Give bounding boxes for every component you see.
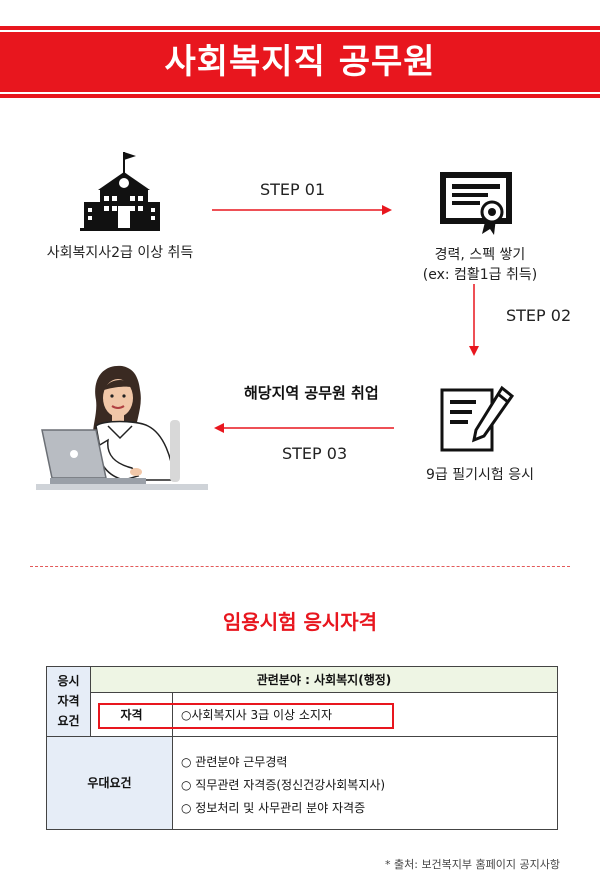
exam-document-icon [440, 385, 515, 452]
woman-laptop-illustration [36, 365, 208, 490]
arrow-down-icon [469, 284, 479, 356]
page-title: 사회복지직 공무원 [164, 42, 436, 82]
node-certificate-line2: (ex: 컴활1급 취득) [422, 267, 538, 283]
qualification-highlight-box [98, 703, 394, 729]
section-title: 임용시험 응시자격 [222, 610, 378, 634]
qualification-label-cell: 자격 [91, 693, 173, 737]
qualification-table: 응시 자격 요건 관련분야 : 사회복지(행정) 자격 ○사회복지사 3급 이상… [46, 666, 558, 830]
node-certificate-line1: 경력, 스펙 쌓기 [434, 247, 526, 263]
section-divider [30, 566, 570, 567]
school-building-icon [80, 152, 160, 231]
preference-item: ○ 관련분야 근무경력 [181, 755, 288, 769]
preference-label-cell: 우대요건 [47, 737, 173, 829]
certificate-icon [440, 172, 512, 235]
arrow-left-icon [214, 423, 394, 433]
arrow-right-icon [212, 205, 392, 215]
requirement-header-line: 응시 [57, 674, 80, 688]
node-result-caption: 해당지역 공무원 취업 [244, 384, 379, 402]
requirement-header-line: 자격 [57, 694, 80, 708]
banner-top-line [0, 30, 600, 32]
node-certificate-caption: 경력, 스펙 쌓기 (ex: 컴활1급 취득) [400, 244, 560, 284]
step-02-label: STEP 02 [506, 306, 572, 325]
preference-item: ○ 정보처리 및 사무관리 분야 자격증 [181, 801, 366, 815]
title-banner: 사회복지직 공무원 [0, 26, 600, 98]
source-note: * 출처: 보건복지부 홈페이지 공지사항 [385, 858, 560, 871]
preference-list-cell: ○ 관련분야 근무경력 ○ 직무관련 자격증(정신건강사회복지사) ○ 정보처리… [173, 737, 557, 829]
banner-bottom-line [0, 92, 600, 94]
step-01-label: STEP 01 [260, 180, 326, 199]
field-header-cell: 관련분야 : 사회복지(행정) [91, 667, 557, 693]
step-03-label: STEP 03 [282, 444, 348, 463]
requirement-header-line: 요건 [57, 714, 80, 728]
node-school-caption: 사회복지사2급 이상 취득 [46, 245, 194, 261]
preference-item: ○ 직무관련 자격증(정신건강사회복지사) [181, 778, 386, 792]
requirement-header-cell: 응시 자격 요건 [47, 667, 91, 737]
node-exam-caption: 9급 필기시험 응시 [426, 467, 534, 483]
qualification-value-cell: ○사회복지사 3급 이상 소지자 [173, 693, 557, 737]
